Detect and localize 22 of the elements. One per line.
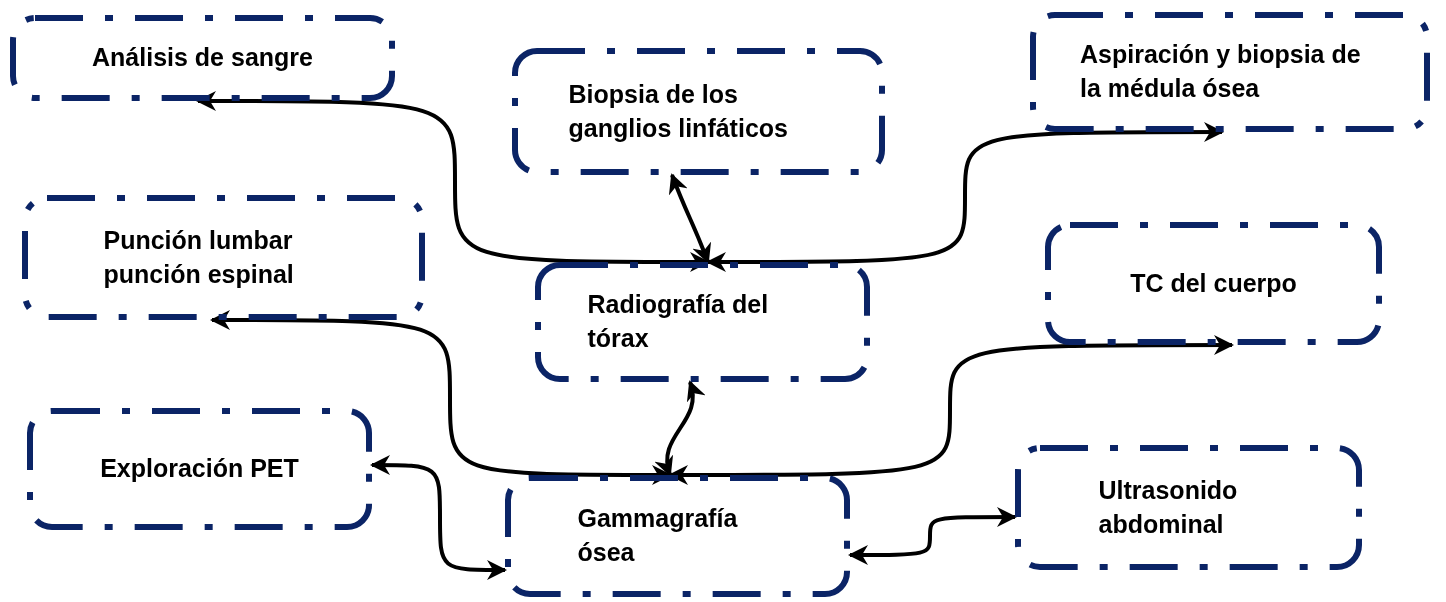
connector-arrow [706,122,1224,272]
connector-arrow [370,455,507,580]
process-box [512,48,885,175]
process-box [1030,12,1430,132]
process-box [22,195,425,320]
connector-arrow [848,507,1017,565]
node-label: Exploración PET [100,453,299,485]
node-label: Ultrasonido abdominal [1098,474,1239,540]
node-label: Radiografía del tórax [587,289,770,354]
node-label: Análisis de sangre [92,42,313,74]
process-box [535,262,870,382]
process-box [1015,445,1362,570]
connector-arrow [668,335,1234,485]
node-label: Punción lumbar punción espinal [103,224,295,290]
node-label: TC del cuerpo [1130,267,1297,299]
process-box [505,475,850,597]
node-label: Gammagrafía ósea [577,503,739,568]
node-label: Biopsia de los ganglios linfáticos [568,78,789,144]
node-label: Aspiración y biopsia de la médula ósea [1080,39,1362,104]
process-box [27,408,372,530]
process-box [10,15,395,101]
process-box [1045,222,1382,345]
